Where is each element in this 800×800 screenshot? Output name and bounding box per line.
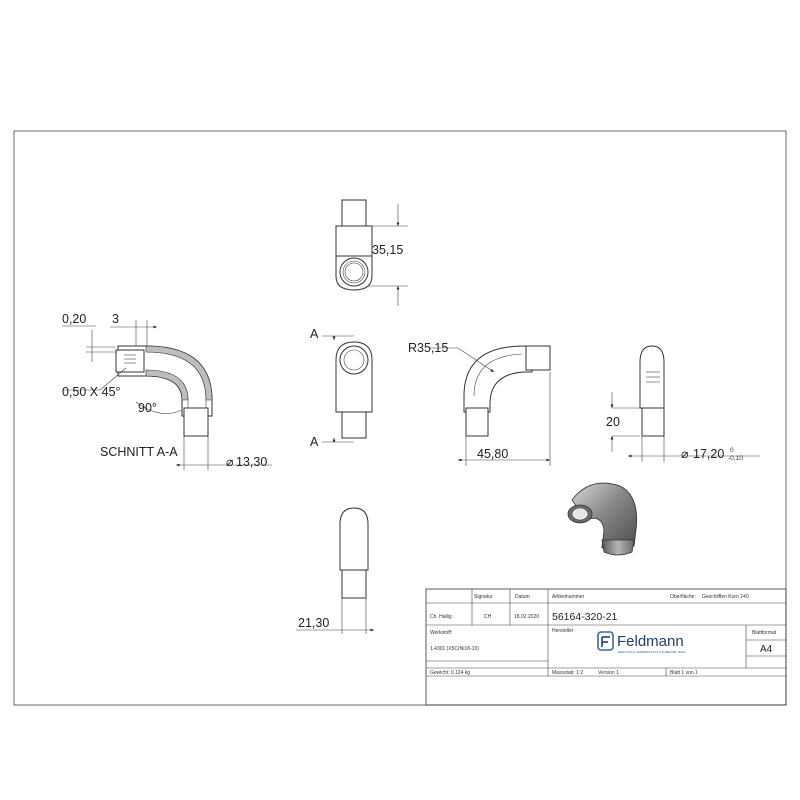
dim-21-30: 21,30	[298, 616, 329, 630]
section-mark-top: A	[310, 327, 319, 341]
isometric-view	[567, 482, 638, 556]
dim-3: 3	[112, 312, 119, 326]
feldmann-logo	[597, 631, 614, 651]
tolerance-upper: 0	[730, 447, 734, 454]
drafter-signature: CH	[484, 614, 492, 620]
drafter-name: Ch. Hallig	[430, 614, 452, 620]
dim-radius: R35,15	[408, 341, 448, 355]
date-header: Datum	[515, 594, 530, 600]
tolerance-lower: -0,10	[728, 455, 743, 462]
dim-0-20: 0,20	[62, 312, 86, 326]
article-number: 56164-320-21	[552, 611, 618, 623]
surface-value: Geschliffen Korn 240	[702, 594, 749, 600]
sheet-border	[13, 130, 787, 706]
dia-symbol-1: ⌀	[226, 455, 234, 469]
dim-chamfer: 0,50 X 45°	[62, 385, 121, 399]
material-value: 1.4301 (X5CrNi18-10)	[430, 646, 479, 652]
dim-dia-13-30: 13,30	[236, 455, 267, 469]
version: Version 1	[598, 670, 619, 676]
dim-angle: 90°	[138, 401, 157, 415]
dim-20: 20	[606, 415, 620, 429]
signature-header: Signatur	[474, 594, 493, 600]
dim-35-15: 35,15	[372, 243, 403, 257]
logo-subtext: EDELSTAHL VERBINDUNGS & ZUBEHÖR TEILE	[618, 650, 685, 654]
logo-text: Feldmann	[617, 633, 684, 650]
section-mark-bottom: A	[310, 435, 319, 449]
format-value: A4	[760, 644, 773, 655]
title-block	[425, 588, 787, 706]
scale: Massstab: 1:2	[552, 670, 583, 676]
bottom-view	[296, 507, 374, 634]
weight: Gewicht: 0.124 kg	[430, 670, 470, 676]
drawing-date: 18.02.2020	[514, 614, 539, 620]
top-view	[335, 199, 408, 306]
material-label: Werkstoff:	[430, 630, 452, 636]
dim-45-80: 45,80	[477, 447, 508, 461]
side-view	[428, 345, 551, 466]
dim-dia-17-20: 17,20	[693, 447, 724, 461]
sheet-number: Blatt 1 von 1	[670, 670, 698, 676]
front-view	[322, 335, 373, 443]
surface-label: Oberfläche:	[670, 594, 696, 600]
article-header: Artikelnummer	[552, 594, 585, 600]
format-label: Blattformat	[752, 630, 777, 636]
section-label: SCHNITT A-A	[100, 445, 178, 459]
manufacturer-label: Hersteller	[552, 628, 574, 634]
end-view	[610, 345, 760, 462]
dia-symbol-2: ⌀	[681, 447, 689, 461]
section-view	[62, 320, 272, 470]
